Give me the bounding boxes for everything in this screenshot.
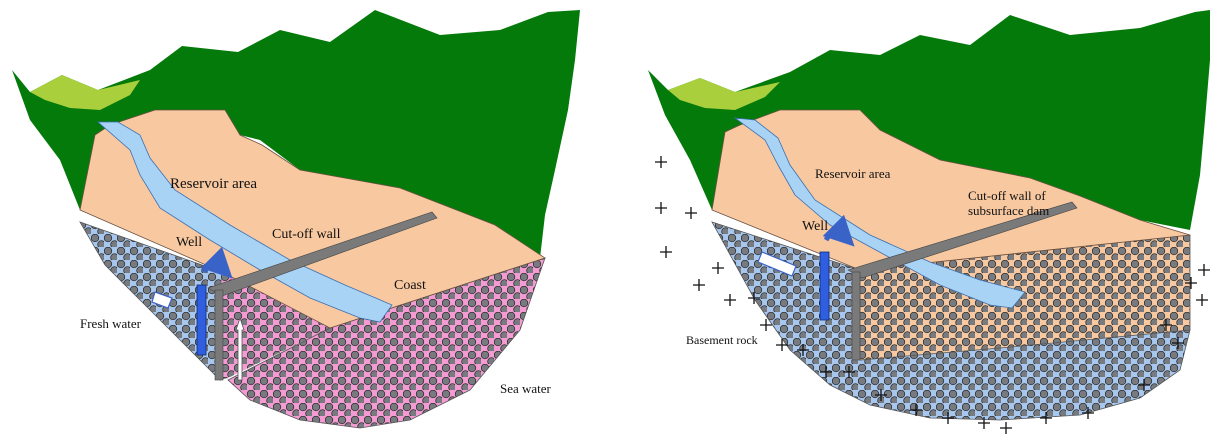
right-label-basement-rock: Basement rock bbox=[686, 333, 758, 347]
right-well bbox=[820, 252, 829, 320]
left-cutoff-wall-vertical bbox=[215, 290, 223, 380]
right-label-reservoir-area: Reservoir area bbox=[815, 166, 891, 181]
right-label-cutoff-wall-line1: Cut-off wall of bbox=[968, 188, 1046, 203]
right-label-cutoff-wall-line2: subsurface dam bbox=[968, 203, 1049, 218]
left-diagram: Reservoir area Cut-off wall Well Coast F… bbox=[12, 10, 580, 428]
left-label-well: Well bbox=[176, 235, 202, 250]
left-label-coast: Coast bbox=[394, 278, 426, 293]
right-diagram: Reservoir area Cut-off wall of subsurfac… bbox=[648, 10, 1210, 434]
left-label-cutoff-wall: Cut-off wall bbox=[272, 227, 341, 242]
right-cutoff-wall-vertical bbox=[852, 272, 860, 360]
right-label-well: Well bbox=[802, 219, 828, 234]
left-label-fresh-water: Fresh water bbox=[80, 316, 142, 331]
left-well bbox=[197, 285, 206, 355]
left-label-reservoir-area: Reservoir area bbox=[170, 176, 257, 192]
left-label-sea-water: Sea water bbox=[500, 381, 552, 396]
